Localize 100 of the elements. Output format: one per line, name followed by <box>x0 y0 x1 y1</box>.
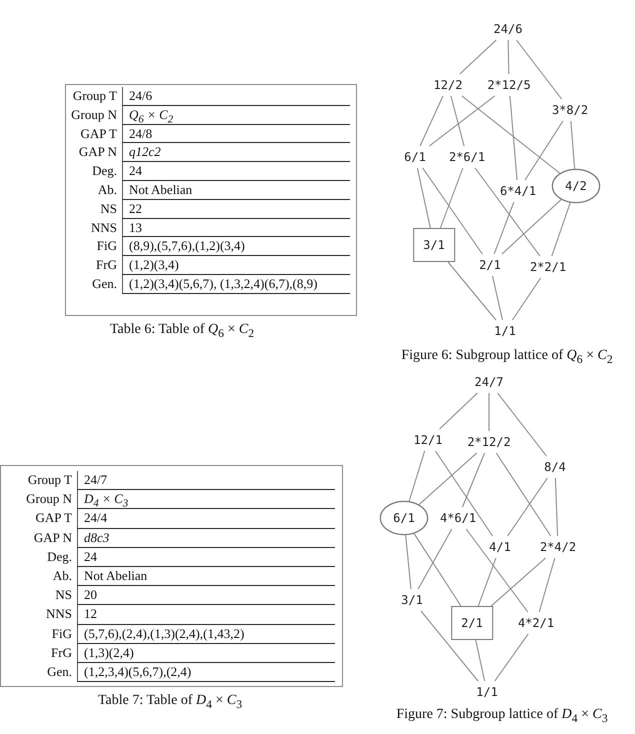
lattice-line <box>475 640 486 682</box>
row-value: 22 <box>122 200 350 219</box>
lattice-line <box>420 610 479 682</box>
row-value: (1,2)(3,4)(5,6,7), (1,3,2,4)(6,7),(8,9) <box>122 274 350 294</box>
row-value: 24/6 <box>122 87 350 106</box>
row-value: (1,2)(3,4) <box>122 256 350 275</box>
lattice-line <box>461 96 561 174</box>
row-label: NNS <box>90 218 118 237</box>
row-value: 24 <box>77 548 335 567</box>
lattice-node-label: 8/4 <box>542 459 568 475</box>
lattice-line <box>494 634 529 682</box>
lattice-line <box>551 202 571 256</box>
lattice-line <box>516 40 562 100</box>
lattice-node-label: 4*6/1 <box>438 510 478 526</box>
row-label: NS <box>54 586 73 604</box>
row-label: GAP T <box>80 124 118 143</box>
lattice-line <box>507 478 548 536</box>
row-value: (5,7,6),(2,4),(1,3)(2,4),(1,43,2) <box>77 624 335 644</box>
lattice-node-label: 24/7 <box>472 374 506 390</box>
lattice-line <box>450 96 465 146</box>
row-label: Group N <box>70 106 118 124</box>
row-value: (1,2,3,4)(5,6,7),(2,4) <box>77 662 335 682</box>
row-label: GAP N <box>78 143 118 162</box>
table-caption: Table 6: Table of Q$_{6}$ × C$_{2}$ <box>110 322 254 338</box>
row-value: 24/7 <box>77 471 335 490</box>
boxed-node: 2/1 <box>451 606 493 640</box>
lattice-node-label: 12/2 <box>432 77 464 93</box>
lattice-node-label: 6/1 <box>402 149 428 165</box>
row-label: Group T <box>72 87 118 105</box>
lattice-node-label: 2*2/1 <box>528 259 568 275</box>
lattice-line <box>434 450 494 536</box>
row-value: 12 <box>77 605 335 624</box>
figure-caption: Figure 6: Subgroup lattice of Q$_{6}$ × C$_{2}$ <box>401 348 613 364</box>
lattice-line <box>466 528 528 612</box>
row-label: FiG <box>50 624 73 642</box>
lattice-node-label: 2*12/2 <box>465 434 513 450</box>
row-value: d8c3 <box>77 528 335 548</box>
lattice-line <box>494 202 514 254</box>
lattice-node-label: 2*4/2 <box>538 539 578 555</box>
row-value: 13 <box>122 218 350 238</box>
row-value: 24/8 <box>122 124 350 144</box>
lattice-line <box>492 276 503 320</box>
table-caption: Table 7: Table of D$_{4}$ × C$_{3}$ <box>98 693 242 709</box>
lattice-line <box>462 452 486 508</box>
lattice-line <box>428 96 496 146</box>
lattice-line <box>509 96 518 180</box>
ellipse-node: 4/2 <box>552 169 600 203</box>
lattice-line <box>490 558 546 606</box>
lattice-node-label: 2*6/1 <box>446 149 488 165</box>
row-value: (8,9),(5,7,6),(1,2)(3,4) <box>122 237 350 256</box>
lattice-line <box>508 40 510 74</box>
row-label: NNS <box>44 605 73 624</box>
row-label: Ab. <box>52 566 73 585</box>
lattice-node-label: 4*2/1 <box>516 615 556 631</box>
lattice-line <box>439 392 478 430</box>
row-label: FiG <box>96 237 118 256</box>
row-value: Not Abelian <box>77 566 335 586</box>
row-label: Gen. <box>91 274 118 292</box>
lattice-line <box>554 478 558 536</box>
lattice-node-label: 3/1 <box>399 592 425 608</box>
lattice-node-label: 24/6 <box>492 21 524 37</box>
row-label: Group T <box>26 471 73 489</box>
lattice-line <box>416 168 431 228</box>
lattice-line <box>448 262 496 320</box>
row-value: q12c2 <box>122 143 350 162</box>
ellipse-node: 6/1 <box>380 501 428 535</box>
row-value: 24 <box>122 162 350 181</box>
row-label: Gen. <box>46 662 73 680</box>
row-value: Not Abelian <box>122 180 350 200</box>
lattice-line <box>420 96 444 146</box>
lattice-node-label: 6*4/1 <box>498 183 538 199</box>
lattice-line <box>440 168 464 228</box>
row-label: FrG <box>50 644 73 662</box>
lattice-line <box>524 120 564 180</box>
lattice-node-label: 2/1 <box>477 257 503 273</box>
lattice-line <box>496 452 552 536</box>
row-value: (1,3)(2,4) <box>77 644 335 663</box>
lattice-line <box>497 392 547 456</box>
row-label: Deg. <box>91 162 118 180</box>
lattice-node-label: 1/1 <box>474 684 500 700</box>
lattice-line <box>538 558 556 612</box>
lattice-node-label: 3*8/2 <box>550 102 590 118</box>
lattice-line <box>405 534 412 590</box>
lattice-line <box>488 392 490 432</box>
row-label: Group N <box>25 490 73 508</box>
lattice-line <box>478 558 496 606</box>
lattice-node-label: 1/1 <box>492 323 518 339</box>
lattice-line <box>474 168 540 256</box>
lattice-line <box>418 452 478 506</box>
lattice-line <box>459 40 497 74</box>
row-value: 20 <box>77 586 335 606</box>
lattice-line <box>418 528 452 590</box>
row-value: Q$_{6}$ × C$_{2}$ <box>122 106 350 125</box>
lattice-line <box>422 168 483 254</box>
row-label: Deg. <box>46 548 73 566</box>
lattice-line <box>408 450 426 502</box>
row-label: FrG <box>95 256 118 274</box>
row-label: NS <box>99 200 118 218</box>
row-label: GAP T <box>34 509 73 528</box>
figure-caption: Figure 7: Subgroup lattice of D$_{4}$ × C$_{3}$ <box>396 707 608 723</box>
